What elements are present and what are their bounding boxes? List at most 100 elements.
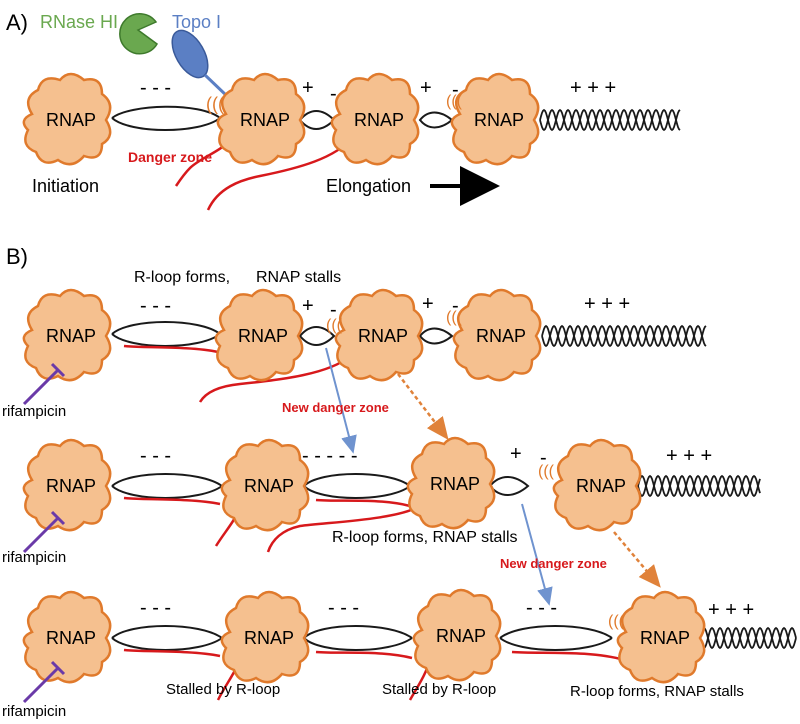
rnap-label: RNAP — [244, 628, 294, 648]
plus-sign: + — [510, 443, 522, 465]
supercoiled-dna-helix — [539, 108, 681, 132]
r-loop-rna — [511, 650, 625, 662]
rnap-enzyme: RNAP — [412, 588, 502, 682]
dna-strand — [539, 108, 681, 132]
supercoiled-dna-helix — [699, 626, 797, 650]
r-loop-rna — [123, 648, 221, 658]
rnap-enzyme: RNAP — [22, 438, 112, 532]
dna-strand — [637, 474, 761, 498]
supercoil-mark: ((( — [326, 317, 343, 334]
rna-strand — [266, 504, 421, 553]
rnap-enzyme: RNAP — [334, 288, 424, 382]
supercoil-mark: ((( — [538, 463, 555, 480]
rnap-label: RNAP — [358, 326, 408, 346]
initiation-label: Initiation — [32, 176, 99, 196]
progression-arrow — [613, 531, 661, 588]
dna-bubble-bottom — [499, 637, 613, 651]
new-danger-zone-label: New danger zone — [500, 556, 607, 571]
elongation-label: Elongation — [326, 176, 411, 196]
row2-caption: R-loop forms, RNAP stalls — [332, 529, 518, 546]
stalled-by-r-loop-label: Stalled by R-loop — [166, 681, 280, 698]
positive-supercoil-signs: + + + — [666, 445, 712, 467]
rnap-enzyme: RNAP — [22, 590, 112, 684]
dna-bubble-top — [499, 625, 613, 639]
rnap-label: RNAP — [46, 628, 96, 648]
dna-bubble-top — [111, 321, 221, 335]
panel-b: B) R-loop forms, RNAP stalls RNAP RNAP R… — [2, 244, 797, 720]
minus-sign: - — [330, 299, 337, 321]
dna-bubble-bottom — [111, 485, 223, 499]
dna-bubble-bottom — [111, 117, 221, 131]
rnap-label: RNAP — [640, 628, 690, 648]
panel-a-label: A) — [6, 10, 28, 35]
dna-bubble-bottom — [303, 637, 413, 651]
rnap-label: RNAP — [474, 110, 524, 130]
supercoiled-dna-helix — [541, 324, 707, 348]
rifampicin-label: rifampicin — [2, 549, 66, 566]
plus-sign: + — [302, 77, 314, 99]
minus-sign: - — [452, 79, 459, 101]
panel-a: A) RNase HI Topo I RNAP RNAP RNAP — [6, 10, 681, 211]
rnap-label: RNAP — [436, 626, 486, 646]
plus-sign: + — [302, 295, 314, 317]
rna-strand — [198, 355, 351, 403]
dna-twist — [298, 326, 336, 346]
dna-twist-1 — [298, 110, 336, 130]
rnap-enzyme: RNAP — [216, 72, 306, 166]
dna-twist-2 — [418, 111, 454, 129]
row1-caption-right: RNAP stalls — [256, 269, 341, 286]
supercoil-mark: ((( — [446, 309, 463, 326]
negative-supercoil-signs: - - - — [328, 597, 359, 619]
rifampicin-inhibitor-icon — [22, 362, 66, 406]
stalled-by-r-loop-label: Stalled by R-loop — [382, 681, 496, 698]
supercoil-mark: ((( — [608, 613, 625, 630]
panel-b-label: B) — [6, 244, 28, 269]
topo-i-label: Topo I — [172, 12, 221, 32]
dna-bubble-top — [111, 473, 223, 487]
dna-strand — [539, 108, 681, 132]
rnap-enzyme: RNAP — [552, 438, 642, 532]
negative-supercoil-signs: - - - - - — [302, 445, 358, 467]
rnap-label: RNAP — [576, 476, 626, 496]
dna-bubble-bottom — [111, 333, 221, 347]
plus-sign: + — [422, 293, 434, 315]
minus-sign: - — [540, 447, 547, 469]
negative-supercoil-signs: - - - — [140, 295, 171, 317]
dna-twist — [418, 327, 454, 345]
row3-caption: R-loop forms, RNAP stalls — [570, 683, 744, 700]
rnap-label: RNAP — [46, 326, 96, 346]
positive-supercoil-signs: + + + — [584, 293, 630, 315]
negative-supercoil-signs: - - - — [526, 597, 557, 619]
progression-arrow — [397, 373, 449, 440]
rnap-label: RNAP — [476, 326, 526, 346]
rnap-enzyme: RNAP — [214, 288, 304, 382]
new-danger-zone-arrow — [521, 503, 553, 606]
dna-strand — [541, 324, 707, 348]
negative-supercoil-signs: - - - — [140, 77, 171, 99]
rnap-enzyme: RNAP — [330, 72, 420, 166]
negative-supercoil-signs: - - - — [140, 445, 171, 467]
rnase-hi-icon — [119, 13, 158, 55]
topo-i-icon — [171, 29, 209, 79]
rifampicin-inhibitor-icon — [22, 510, 66, 554]
dna-strand — [699, 626, 797, 650]
supercoil-mark: ((( — [206, 94, 224, 114]
rna-strand — [174, 139, 231, 187]
dna-bubble-bottom — [303, 485, 411, 499]
minus-sign: - — [330, 83, 337, 105]
row1-caption-left: R-loop forms, — [134, 269, 230, 286]
supercoil-mark: ((( — [446, 93, 463, 110]
supercoiled-dna-helix — [637, 474, 761, 498]
new-danger-zone-label: New danger zone — [282, 400, 389, 415]
rnap-label: RNAP — [244, 476, 294, 496]
new-danger-zone-arrow — [325, 347, 357, 454]
topo-i-stalk — [203, 73, 230, 99]
dna-bubble-top — [111, 105, 221, 119]
rnap-enzyme: RNAP — [22, 72, 112, 166]
rnap-enzyme: RNAP — [406, 436, 496, 530]
r-loop-rna — [123, 344, 219, 354]
dna-strand — [637, 474, 761, 498]
rnap-enzyme: RNAP — [450, 72, 540, 166]
rna-strand — [206, 137, 353, 211]
rnap-label: RNAP — [240, 110, 290, 130]
